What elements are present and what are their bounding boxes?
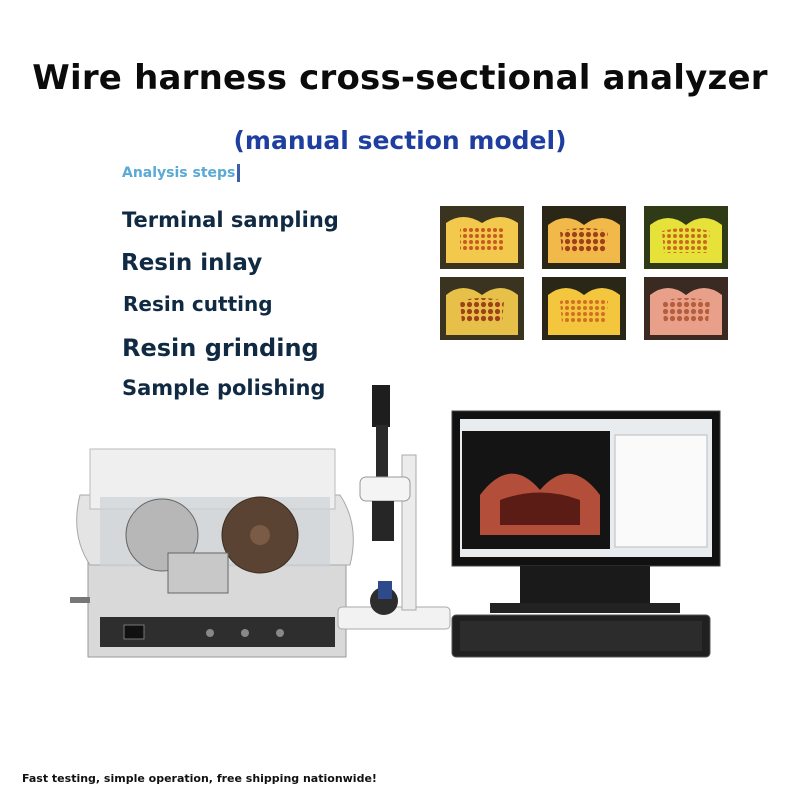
stereo-microscope bbox=[337, 385, 451, 630]
page-subtitle: (manual section model) bbox=[233, 126, 567, 155]
sample-image-3 bbox=[644, 206, 728, 269]
sample-image-2 bbox=[542, 206, 626, 269]
sample-image-5 bbox=[542, 277, 626, 340]
step-terminal-sampling: Terminal sampling bbox=[122, 208, 339, 232]
sample-image-4 bbox=[440, 277, 524, 340]
step-resin-grinding: Resin grinding bbox=[122, 334, 319, 362]
page-title: Wire harness cross-sectional analyzer bbox=[32, 58, 768, 98]
keyboard bbox=[451, 614, 711, 658]
footer-tagline: Fast testing, simple operation, free shi… bbox=[22, 772, 377, 785]
analysis-steps-heading: Analysis steps bbox=[122, 164, 241, 182]
step-resin-cutting: Resin cutting bbox=[123, 292, 273, 316]
equipment-photo bbox=[70, 385, 721, 658]
monitor bbox=[451, 410, 721, 613]
step-sample-polishing: Sample polishing bbox=[122, 376, 326, 400]
analysis-steps-label: Analysis steps bbox=[122, 165, 236, 181]
cross-section-samples bbox=[440, 206, 728, 340]
cutting-machine bbox=[70, 448, 354, 658]
sample-image-1 bbox=[440, 206, 524, 269]
sample-image-6 bbox=[644, 277, 728, 340]
cursor-bar bbox=[237, 164, 241, 182]
step-resin-inlay: Resin inlay bbox=[121, 250, 263, 276]
